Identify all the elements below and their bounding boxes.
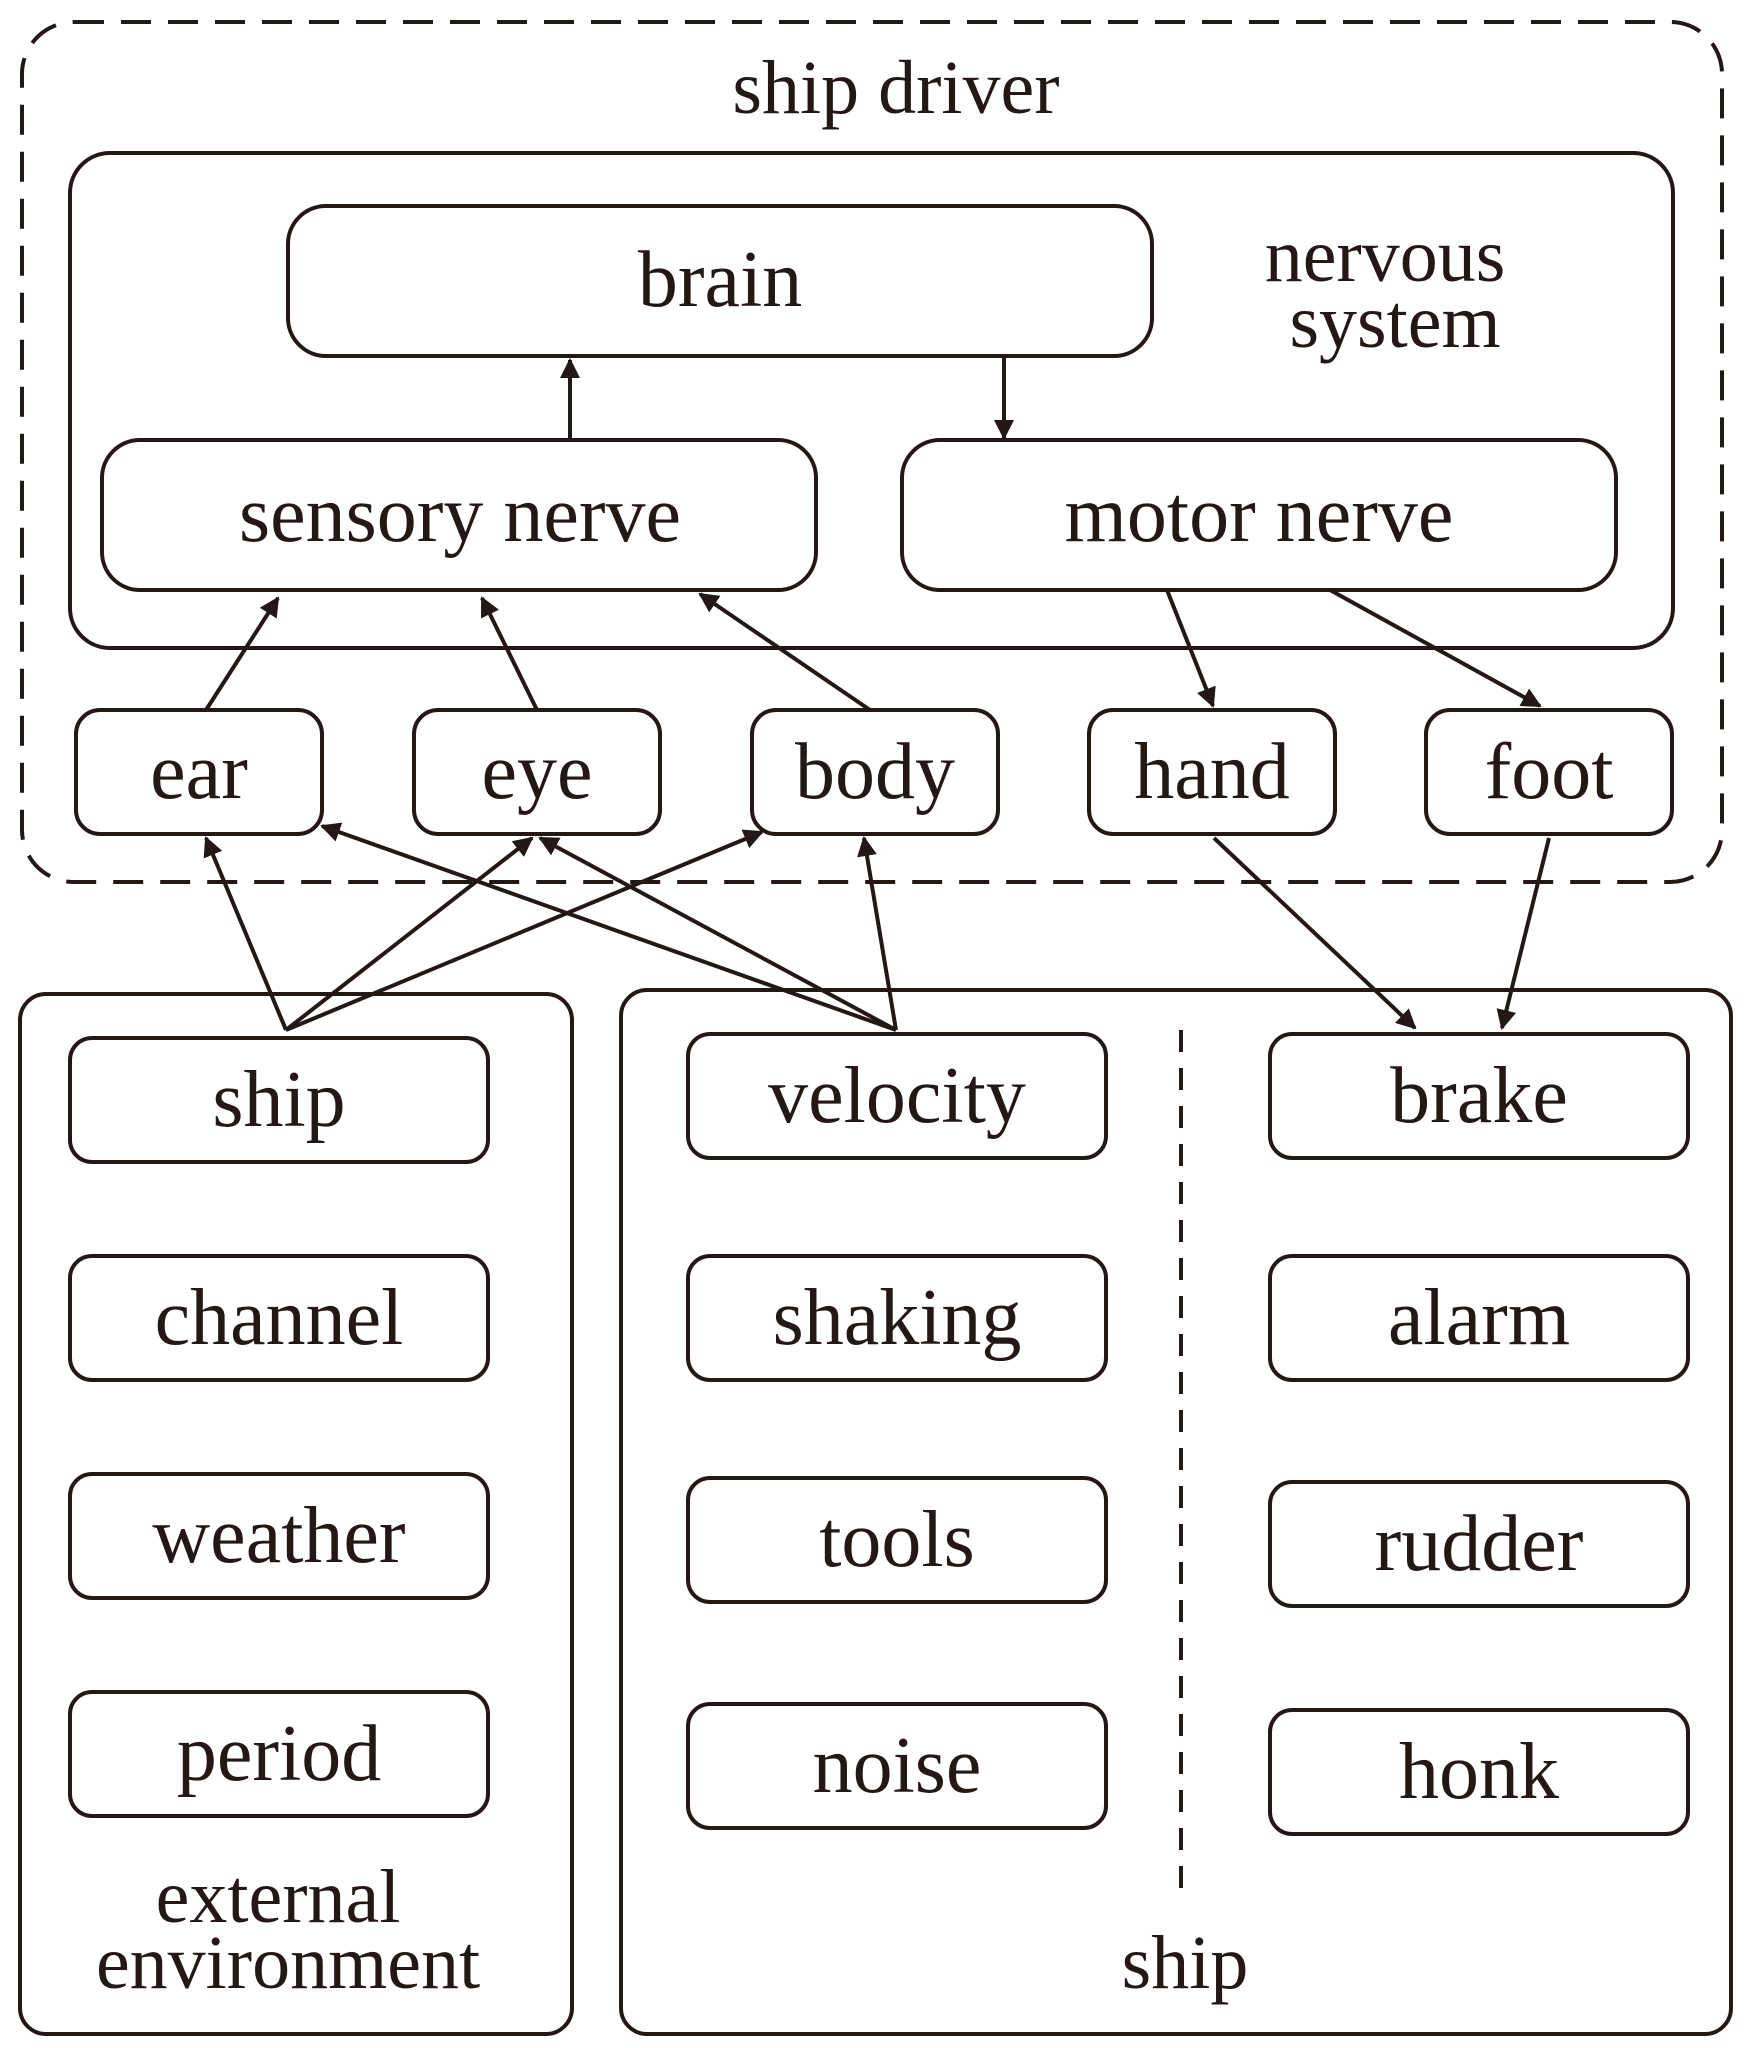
ship-control-item-alarm: [1268, 1254, 1690, 1382]
foot-node: [1424, 708, 1674, 836]
ship-state-item-shaking: [686, 1254, 1108, 1382]
ship-state-item-noise-label: noise: [813, 1722, 982, 1810]
ship-control-item-brake: [1268, 1032, 1690, 1160]
ship-state-item-velocity: [686, 1032, 1108, 1160]
arrow-foot-to-brake: [1496, 837, 1551, 1030]
external-environment-frame: [18, 992, 574, 2036]
external-environment-label-line2: environment: [96, 1921, 480, 2005]
arrow-ear-to-sensory-nerve: [204, 596, 280, 712]
nervous-system-frame: [68, 151, 1675, 650]
arrow-motor-nerve-to-foot: [1329, 588, 1542, 708]
env-item-ship-label: ship: [212, 1056, 345, 1144]
ship-control-item-rudder-label: rudder: [1375, 1500, 1584, 1588]
body-node: [750, 708, 1000, 836]
nervous-system-label-line2: system: [1289, 280, 1500, 364]
eye-label: eye: [481, 728, 592, 816]
sensory-nerve-node: [100, 438, 818, 592]
ship-control-item-alarm-label: alarm: [1388, 1274, 1570, 1362]
env-item-ship: [68, 1036, 490, 1164]
arrow-velocity-to-body: [857, 836, 898, 1031]
motor-nerve-node: [900, 438, 1618, 592]
env-item-period-label: period: [177, 1710, 381, 1798]
ship-state-item-tools: [686, 1476, 1108, 1604]
ship-driver-label: ship driver: [732, 46, 1059, 130]
arrow-velocity-to-eye: [538, 836, 897, 1032]
ship-label: ship: [1122, 1921, 1249, 2005]
ship-state-item-velocity-label: velocity: [768, 1052, 1026, 1140]
arrow-velocity-to-ear: [320, 822, 897, 1032]
foot-label: foot: [1485, 728, 1614, 816]
arrow-eye-to-sensory-nerve: [480, 596, 539, 711]
hand-node: [1087, 708, 1337, 836]
arrow-hand-to-brake: [1212, 836, 1417, 1030]
ear-label: ear: [150, 728, 248, 816]
arrow-ship-to-body: [285, 829, 764, 1032]
brain-node: [286, 204, 1154, 358]
ship-state-item-shaking-label: shaking: [773, 1274, 1022, 1362]
env-item-channel-label: channel: [155, 1274, 404, 1362]
env-item-weather-label: weather: [152, 1492, 405, 1580]
sensory-nerve-label: sensory nerve: [239, 471, 681, 559]
ship-control-item-honk: [1268, 1708, 1690, 1836]
external-environment-label-line1: external: [156, 1855, 401, 1939]
ship-frame: [619, 988, 1733, 2036]
env-item-period: [68, 1690, 490, 1818]
ship-control-item-brake-label: brake: [1390, 1052, 1568, 1140]
body-label: body: [795, 728, 955, 816]
ship-state-item-noise: [686, 1702, 1108, 1830]
motor-nerve-label: motor nerve: [1065, 471, 1454, 559]
nervous-system-label-line1: nervous: [1265, 214, 1506, 298]
env-item-channel: [68, 1254, 490, 1382]
hand-label: hand: [1134, 728, 1290, 816]
ship-control-item-rudder: [1268, 1480, 1690, 1608]
arrow-ship-to-ear: [203, 836, 288, 1031]
ship-control-item-honk-label: honk: [1399, 1728, 1559, 1816]
arrow-ship-to-eye: [284, 836, 534, 1032]
brain-label: brain: [638, 236, 802, 324]
arrows: [203, 356, 1551, 1032]
arrow-motor-nerve-to-hand: [1165, 589, 1216, 708]
arrow-body-to-sensory-nerve: [698, 592, 872, 712]
env-item-weather: [68, 1472, 490, 1600]
ear-node: [74, 708, 324, 836]
ship-state-item-tools-label: tools: [819, 1496, 975, 1584]
